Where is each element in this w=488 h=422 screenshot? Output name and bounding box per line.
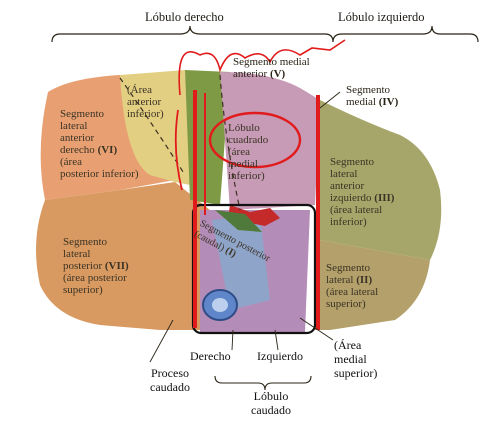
dashed-division-2 xyxy=(219,74,241,211)
leader-izquierdo xyxy=(274,329,279,351)
left-lobe-bracket xyxy=(332,25,479,43)
portal-vein-region xyxy=(212,215,270,310)
medial-superior-area-label: (Área medial superior) xyxy=(334,338,378,380)
red-scribble-top xyxy=(178,39,346,96)
segment-iii-label: Segmento lateral anterior izquierdo (III… xyxy=(330,156,395,228)
segment-vii-region xyxy=(36,182,210,330)
segment-ii-region xyxy=(315,240,430,330)
segment-iii-region xyxy=(320,100,442,260)
red-circle-quadrate xyxy=(208,111,302,169)
leader-derecho xyxy=(231,329,234,351)
segment-ii-label: Segmento lateral (II)(área lateral super… xyxy=(326,262,379,310)
quadrate-lobe-label: Lóbulo cuadrado (área medial inferior) xyxy=(228,122,269,182)
red-curve-left xyxy=(174,109,183,191)
segment-iv-label: Segmento medial (IV) xyxy=(346,84,399,108)
segment-vii-label: Segmento lateral posterior (VII)(área po… xyxy=(63,236,129,296)
bile-duct xyxy=(215,210,262,232)
caudate-bracket xyxy=(214,375,312,391)
right-lobe-bracket xyxy=(51,25,334,43)
area-anterior-inferior-label: (Área anterior inferior) xyxy=(127,84,164,120)
right-lobe-header: Lóbulo derecho xyxy=(145,10,224,24)
segment-v-label: Segmento medial anterior (V) xyxy=(233,56,310,80)
quadrate-region xyxy=(220,72,320,210)
leader-medial xyxy=(299,317,334,341)
leader-iv xyxy=(319,91,341,109)
caudate-lobe-label: Lóbulo caudado xyxy=(251,389,291,417)
caudate-process-label: Proceso caudado xyxy=(150,366,190,394)
vena-cava-lumen xyxy=(212,298,228,312)
leader-proceso xyxy=(149,319,174,363)
left-lobe-header: Lóbulo izquierdo xyxy=(338,10,425,24)
izquierdo-label: Izquierdo xyxy=(257,349,303,363)
segment-vi-label: Segmento lateral anterior derecho (VI)(á… xyxy=(60,108,139,180)
derecho-label: Derecho xyxy=(190,349,231,363)
